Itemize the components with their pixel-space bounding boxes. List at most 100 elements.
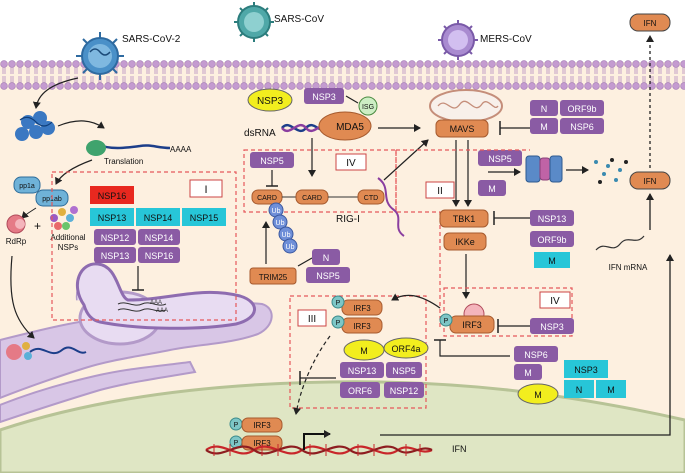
m-oval-iii-label: M bbox=[360, 346, 368, 356]
ifn-cytoplasm-box bbox=[629, 171, 671, 190]
tbk1-label: TBK1 bbox=[453, 214, 476, 224]
sars-cov-2-virion-icon bbox=[76, 32, 124, 80]
nsp14-label-i: NSP14 bbox=[145, 233, 174, 243]
genome-release-arrow bbox=[57, 120, 105, 129]
isg-circle bbox=[358, 96, 378, 116]
roman-iv-box-2 bbox=[539, 291, 571, 309]
nsp16-box-i bbox=[138, 247, 180, 263]
nsp6-box-lower bbox=[514, 346, 558, 362]
m-cyan-label-lower: M bbox=[607, 385, 615, 395]
orf6-box-iii bbox=[340, 382, 380, 398]
nsp5-label-iii: NSP5 bbox=[392, 366, 416, 376]
phospho-circle-cyto bbox=[439, 313, 453, 327]
nsp5-box-trim25 bbox=[306, 267, 350, 283]
ub-label-4: Ub bbox=[286, 244, 295, 251]
m-box-lower bbox=[514, 364, 542, 380]
m-label-mavs: M bbox=[540, 122, 548, 132]
ifn-gene-label: IFN bbox=[452, 444, 467, 454]
n-cyan-box bbox=[564, 380, 594, 398]
orf6-label-iii: ORF6 bbox=[348, 386, 372, 396]
nsp16-red-box bbox=[90, 186, 134, 204]
ifn-mrna-label: IFN mRNA bbox=[609, 263, 648, 272]
n-label-trim25: N bbox=[323, 253, 330, 263]
nsp5-label-trim25: NSP5 bbox=[316, 271, 340, 281]
nsp13-label-iii: NSP13 bbox=[348, 366, 377, 376]
ifn-cytoplasm-label: IFN bbox=[644, 177, 657, 186]
irf3-dimer-bottom-label: IRF3 bbox=[353, 322, 371, 331]
pp1a-label: pp1a bbox=[19, 183, 35, 190]
roman-iv-label-2: IV bbox=[550, 296, 560, 307]
n-box-trim25 bbox=[312, 249, 340, 265]
replication-arrow bbox=[10, 255, 35, 339]
nsps-label: NSPs bbox=[58, 243, 78, 252]
dsrna-label: dsRNA bbox=[244, 128, 276, 139]
irf3-translocation-arrow bbox=[293, 335, 331, 415]
n-cyan-label: N bbox=[576, 385, 583, 395]
double-membrane-vesicle: AAA AAA bbox=[75, 262, 256, 330]
ifn-secreted-box bbox=[629, 13, 671, 32]
nsp5-label-rigi: NSP5 bbox=[260, 156, 284, 166]
nsp12-label-iii: NSP12 bbox=[390, 386, 419, 396]
ubiquitin-chain bbox=[268, 202, 298, 254]
nsp6-label-mavs: NSP6 bbox=[570, 122, 594, 132]
nsp5-box-iii bbox=[386, 362, 422, 378]
nsp13-box-iii bbox=[340, 362, 384, 378]
phospho-label-dimer-1: P bbox=[336, 300, 341, 307]
m-label-lower: M bbox=[524, 368, 532, 378]
translation-rna-strand bbox=[95, 142, 171, 150]
irf3-nuc-top-label: IRF3 bbox=[253, 421, 271, 430]
nsp13-label-tbk1: NSP13 bbox=[538, 214, 567, 224]
irf3-dimerization-arrow bbox=[391, 293, 441, 309]
ifn-mrna-strand bbox=[595, 235, 645, 251]
pp1a-box bbox=[13, 176, 41, 194]
n-label-mavs: N bbox=[541, 104, 548, 114]
plus-sign: + bbox=[34, 219, 41, 233]
m-cyan-label-tbk1: M bbox=[548, 256, 556, 266]
ub-label-2: Ub bbox=[276, 220, 285, 227]
nsp13-box-tbk1 bbox=[530, 210, 574, 226]
orf4a-oval bbox=[383, 337, 429, 359]
trim25-inhibition-line bbox=[297, 257, 313, 267]
roman-iv-box-1 bbox=[335, 153, 367, 171]
ub-label-3: Ub bbox=[282, 232, 291, 239]
lower-inhibition-line bbox=[439, 340, 510, 357]
nsp14-box-i bbox=[138, 229, 180, 245]
m-oval-lower-label: M bbox=[534, 390, 542, 400]
sars-cov-2-label: SARS-CoV-2 bbox=[122, 34, 181, 45]
ikke-label: IKKe bbox=[455, 237, 475, 247]
nsp3-oval-label: NSP3 bbox=[257, 96, 284, 107]
pp1ab-label: pp1ab bbox=[42, 196, 62, 203]
nsp16-red-label: NSP16 bbox=[98, 191, 127, 201]
ctd-label: CTD bbox=[364, 195, 378, 202]
tbk1-box bbox=[439, 209, 489, 228]
mechanism-box-i bbox=[51, 171, 237, 321]
orf9b-label-mavs: ORF9b bbox=[567, 104, 596, 114]
nsp13-cyan-label: NSP13 bbox=[98, 213, 127, 223]
orf9b-label-tbk1: ORF9b bbox=[537, 235, 566, 245]
nsp13-label-i: NSP13 bbox=[101, 251, 130, 261]
nsp5-box-mavs bbox=[478, 150, 522, 166]
orf9b-box-tbk1 bbox=[530, 231, 574, 247]
nucleus bbox=[0, 380, 685, 473]
nsp6-box-mavs bbox=[560, 118, 604, 134]
roman-ii-label: II bbox=[437, 186, 443, 197]
mda5-shape bbox=[318, 111, 372, 141]
polyprotein-cleavage-arrow bbox=[21, 207, 37, 219]
mers-cov-label: MERS-CoV bbox=[480, 34, 532, 45]
roman-i-label: I bbox=[204, 184, 207, 196]
nsp12-label-i: NSP12 bbox=[101, 233, 130, 243]
peptide-fragments-icon bbox=[594, 158, 628, 184]
irf3-dimer-top-box bbox=[341, 299, 383, 316]
nsp12-box-iii bbox=[384, 382, 424, 398]
nsp3-top-label: NSP3 bbox=[312, 92, 336, 102]
ifn-export-arrow bbox=[380, 254, 674, 436]
sars-cov-virion-icon bbox=[234, 2, 274, 42]
mechanism-box-iv-irf3 bbox=[443, 287, 573, 337]
virus-entry-arrow bbox=[32, 77, 79, 109]
nsp3-box-top bbox=[304, 88, 344, 104]
nsp3-isg-line bbox=[345, 95, 359, 104]
roman-iii-box bbox=[297, 309, 327, 327]
rig-i-label: RIG-I bbox=[336, 214, 360, 225]
